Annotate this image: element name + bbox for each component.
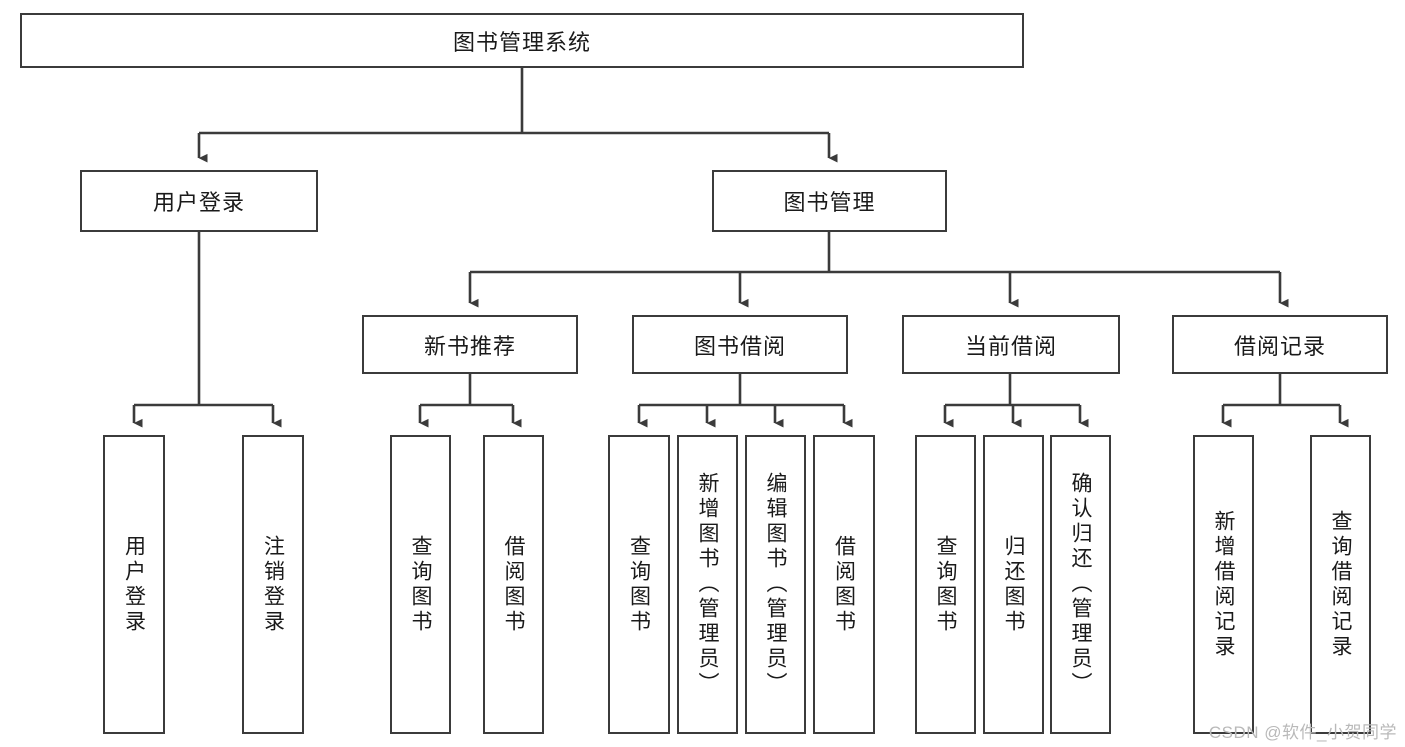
node-root-label: 图书管理系统 xyxy=(452,29,591,55)
leaf-add-borrow-record-label: 新增借阅记录 xyxy=(1212,509,1236,660)
leaf-borrow-book-borrow[interactable]: 借阅图书 xyxy=(813,435,875,734)
leaf-user-login-label: 用户登录 xyxy=(122,534,146,635)
leaf-borrow-book-borrow-label: 借阅图书 xyxy=(832,534,856,635)
node-borrow-record-label: 借阅记录 xyxy=(1233,333,1326,359)
node-book-borrow[interactable]: 图书借阅 xyxy=(632,315,848,374)
node-current-borrow-label: 当前借阅 xyxy=(964,333,1057,359)
leaf-add-book-admin[interactable]: 新增图书（管理员） xyxy=(677,435,738,734)
leaf-return-book-label: 归还图书 xyxy=(1002,534,1026,635)
node-current-borrow[interactable]: 当前借阅 xyxy=(902,315,1120,374)
leaf-query-borrow-record[interactable]: 查询借阅记录 xyxy=(1310,435,1371,734)
leaf-edit-book-admin[interactable]: 编辑图书（管理员） xyxy=(745,435,806,734)
leaf-query-book-current-label: 查询图书 xyxy=(934,534,958,635)
leaf-edit-book-admin-label: 编辑图书（管理员） xyxy=(764,472,788,697)
leaf-confirm-return-admin-label: 确认归还（管理员） xyxy=(1069,472,1093,697)
leaf-add-book-admin-label: 新增图书（管理员） xyxy=(696,472,720,697)
node-user-login-label: 用户登录 xyxy=(152,190,245,215)
node-book-manage[interactable]: 图书管理 xyxy=(712,170,947,232)
node-borrow-record[interactable]: 借阅记录 xyxy=(1172,315,1388,374)
node-book-borrow-label: 图书借阅 xyxy=(693,333,786,359)
leaf-query-borrow-record-label: 查询借阅记录 xyxy=(1329,509,1353,660)
leaf-borrow-book-recommend-label: 借阅图书 xyxy=(502,534,526,635)
leaf-query-book-borrow-label: 查询图书 xyxy=(627,534,651,635)
node-root[interactable]: 图书管理系统 xyxy=(20,13,1024,68)
node-new-book-rec-label: 新书推荐 xyxy=(423,333,516,359)
leaf-query-book-recommend-label: 查询图书 xyxy=(409,534,433,635)
leaf-logout[interactable]: 注销登录 xyxy=(242,435,304,734)
leaf-add-borrow-record[interactable]: 新增借阅记录 xyxy=(1193,435,1254,734)
node-user-login[interactable]: 用户登录 xyxy=(80,170,318,232)
leaf-query-book-borrow[interactable]: 查询图书 xyxy=(608,435,670,734)
leaf-confirm-return-admin[interactable]: 确认归还（管理员） xyxy=(1050,435,1111,734)
node-new-book-rec[interactable]: 新书推荐 xyxy=(362,315,578,374)
watermark: CSDN @软件_小贺同学 xyxy=(1208,723,1397,742)
leaf-query-book-current[interactable]: 查询图书 xyxy=(915,435,976,734)
leaf-borrow-book-recommend[interactable]: 借阅图书 xyxy=(483,435,544,734)
leaf-query-book-recommend[interactable]: 查询图书 xyxy=(390,435,451,734)
node-book-manage-label: 图书管理 xyxy=(783,190,876,215)
leaf-return-book[interactable]: 归还图书 xyxy=(983,435,1044,734)
leaf-logout-label: 注销登录 xyxy=(261,534,285,635)
leaf-user-login[interactable]: 用户登录 xyxy=(103,435,165,734)
